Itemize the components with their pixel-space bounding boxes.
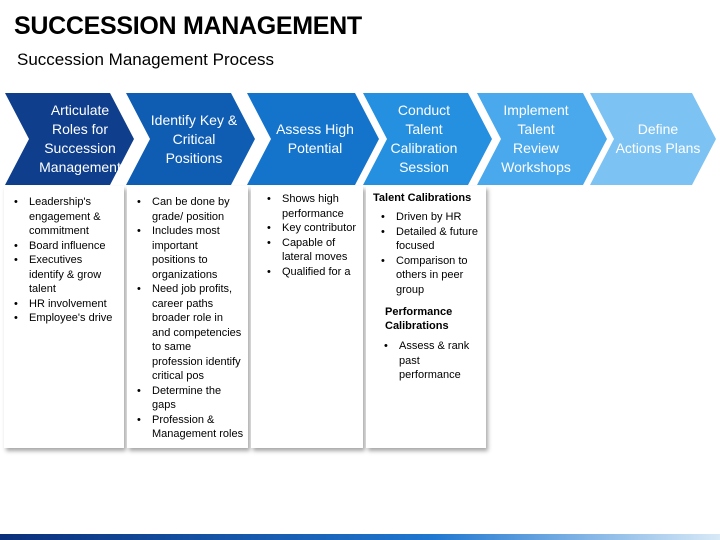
bullet-list: Shows high performance Key contributor C… [259, 192, 359, 279]
chevron-step-2 [126, 93, 255, 185]
process-chevrons [5, 93, 716, 185]
list-item: Profession & Management roles [129, 413, 244, 442]
list-item: Key contributor [259, 221, 359, 236]
list-item: Leadership's engagement & commitment [6, 195, 118, 239]
list-item: Employee's drive [6, 311, 118, 326]
column-calibration: Talent Calibrations Driven by HR Detaile… [366, 186, 486, 448]
column-articulate-roles: Leadership's engagement & commitment Boa… [4, 186, 124, 448]
list-item: Driven by HR [373, 210, 482, 225]
footer-bar [0, 534, 720, 540]
list-item: Determine the gaps [129, 384, 244, 413]
list-item: Can be done by grade/ position [129, 195, 244, 224]
step-label-3: Assess High Potential [276, 121, 354, 156]
chevron-step-1 [5, 93, 134, 185]
list-item: Comparison to others in peer group [373, 254, 482, 298]
chevron-step-5 [477, 93, 607, 185]
page-subtitle: Succession Management Process [17, 50, 275, 69]
section-heading: Talent Calibrations [373, 192, 472, 204]
step-label-5: Implement Talent Review Workshops [501, 102, 571, 175]
bullet-list: Can be done by grade/ position Includes … [129, 195, 244, 442]
list-item: Assess & rank past performance [376, 339, 482, 383]
step-label-1: Articulate Roles for Succession Manageme… [39, 102, 121, 175]
list-item: Executives identify & grow talent [6, 253, 118, 297]
list-item: Need job profits, career paths broader r… [129, 282, 244, 384]
list-item: Qualified for a [259, 265, 359, 280]
bullet-list: Driven by HR Detailed & future focused C… [373, 210, 482, 297]
section-heading: Performance Calibrations [385, 306, 453, 332]
chevron-step-4 [363, 93, 492, 185]
chevron-step-6 [590, 93, 716, 185]
list-item: Detailed & future focused [373, 225, 482, 254]
list-item: HR involvement [6, 297, 118, 312]
column-assess-potential: Shows high performance Key contributor C… [251, 186, 363, 448]
chevron-step-3 [247, 93, 379, 185]
list-item: Includes most important positions to org… [129, 224, 244, 282]
list-item: Shows high performance [259, 192, 359, 221]
step-label-4: Conduct Talent Calibration Session [390, 102, 458, 175]
bullet-list: Assess & rank past performance [373, 339, 482, 383]
list-item: Capable of lateral moves [259, 236, 359, 265]
bullet-list: Leadership's engagement & commitment Boa… [6, 195, 118, 326]
step-label-6: Define Actions Plans [615, 121, 701, 156]
list-item: Board influence [6, 239, 118, 254]
step-label-2: Identify Key & Critical Positions [150, 111, 238, 166]
column-identify-positions: Can be done by grade/ position Includes … [127, 186, 248, 448]
page-title: SUCCESSION MANAGEMENT [14, 12, 362, 40]
